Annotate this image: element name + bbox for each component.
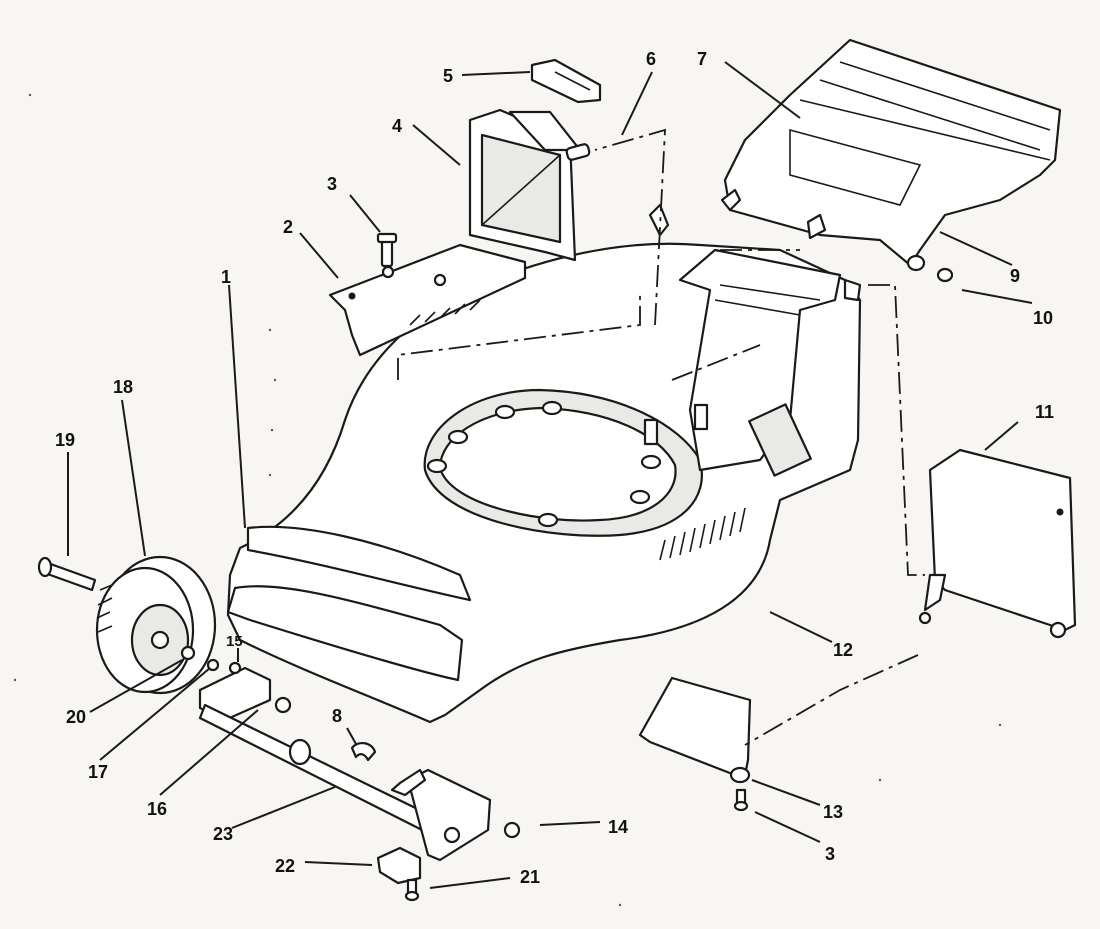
callout-21: 21 <box>520 867 540 887</box>
callout-3-bottom: 3 <box>825 844 835 864</box>
callout-5: 5 <box>443 66 453 86</box>
part-16-nut <box>274 696 292 714</box>
part-axle-end-bracket <box>406 768 492 862</box>
part-23-axle <box>198 703 442 837</box>
part-8-clip <box>350 742 377 762</box>
part-15-bracket <box>198 661 272 722</box>
scan-speckles <box>13 93 1002 907</box>
callout-16: 16 <box>147 799 167 819</box>
part-14-nut <box>503 821 521 839</box>
callout-labels: 1 2 3 4 5 6 7 8 9 10 11 12 13 14 15 16 1… <box>55 49 1054 887</box>
part-18-wheel <box>95 555 217 695</box>
part-17-washer <box>206 658 220 672</box>
part-2-deflector-plate <box>328 243 527 357</box>
part-13-deflector <box>638 676 752 784</box>
callout-3: 3 <box>327 174 337 194</box>
mower-deck <box>226 203 862 724</box>
part-22-knob <box>376 846 422 885</box>
callout-15: 15 <box>226 633 243 650</box>
height-adjust-lever <box>390 768 427 797</box>
callout-22: 22 <box>275 856 295 876</box>
part-10-nut <box>936 267 954 283</box>
callout-11: 11 <box>1035 402 1054 422</box>
callout-1: 1 <box>221 267 231 287</box>
part-7-rear-cover <box>720 38 1062 272</box>
callout-8: 8 <box>332 706 342 726</box>
part-19-bolt <box>37 556 97 592</box>
callout-20: 20 <box>66 707 86 727</box>
part-21-screw <box>404 878 420 902</box>
part-5-latch <box>530 58 602 104</box>
callout-23: 23 <box>213 824 233 844</box>
callout-13: 13 <box>823 802 843 822</box>
callout-4: 4 <box>392 116 402 136</box>
callout-14: 14 <box>608 817 628 837</box>
callout-7: 7 <box>697 49 707 69</box>
assembly-lines <box>397 128 925 746</box>
callout-12: 12 <box>833 640 853 660</box>
part-4-chute-frame <box>468 108 582 262</box>
part-3-screw-top <box>376 232 398 268</box>
part-11-side-guard <box>918 448 1077 639</box>
callout-9: 9 <box>1010 266 1020 286</box>
callout-6: 6 <box>646 49 656 69</box>
part-6-pin <box>565 143 591 161</box>
part-20-washer <box>180 645 196 661</box>
leader-lines <box>67 61 1033 889</box>
deck-vent-slots <box>659 507 746 561</box>
callout-19: 19 <box>55 430 75 450</box>
part-3-screw-bottom <box>733 788 749 812</box>
callout-2: 2 <box>283 217 293 237</box>
callout-17: 17 <box>88 762 108 782</box>
callout-10: 10 <box>1033 308 1053 328</box>
callout-18: 18 <box>113 377 133 397</box>
